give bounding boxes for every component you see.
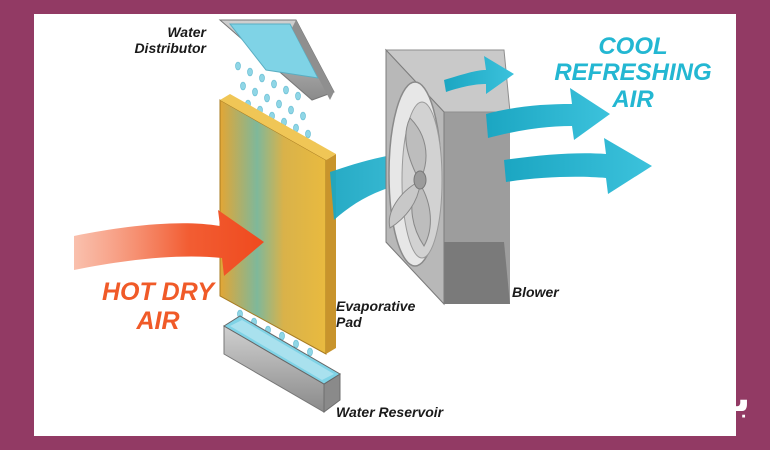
- cool-air-arrow-lower: [504, 138, 652, 194]
- brand-logo: بیودا: [664, 376, 751, 420]
- evaporative-pad-label-line1: Evaporative: [336, 298, 416, 314]
- water-distributor: [218, 19, 335, 101]
- hot-air-arrow: [74, 210, 264, 276]
- hot-dry-air-label-line2: AIR: [136, 306, 180, 335]
- blower-fan: [384, 48, 511, 306]
- hot-dry-air-label: HOT DRY AIR: [94, 278, 222, 336]
- water-distributor-label-line1: Water: [167, 24, 206, 40]
- water-distributor-label: Water Distributor: [118, 24, 206, 56]
- blower-label: Blower: [512, 284, 559, 300]
- water-reservoir-label: Water Reservoir: [336, 404, 444, 420]
- diagram-canvas: Water Distributor HOT DRY AIR Evaporativ…: [34, 14, 736, 436]
- cool-air-arrow-middle: [486, 88, 610, 140]
- cool-refreshing-air-label-line1: COOL: [598, 33, 668, 60]
- cool-refreshing-air-label-line2: REFRESHING: [554, 59, 712, 87]
- hot-dry-air-label-line1: HOT DRY: [101, 278, 215, 306]
- water-reservoir: [223, 315, 341, 413]
- water-distributor-label-line2: Distributor: [134, 40, 206, 57]
- cool-air-arrows: [444, 56, 652, 194]
- evaporative-cooler-diagram: [74, 19, 652, 413]
- cool-refreshing-air-label-line3: AIR: [612, 85, 654, 113]
- evaporative-pad-label: Evaporative Pad: [336, 298, 415, 330]
- cool-air-arrow-upper: [444, 56, 514, 94]
- cool-refreshing-air-label: COOL REFRESHING AIR: [538, 33, 728, 113]
- evaporative-pad-label-line2: Pad: [336, 314, 362, 331]
